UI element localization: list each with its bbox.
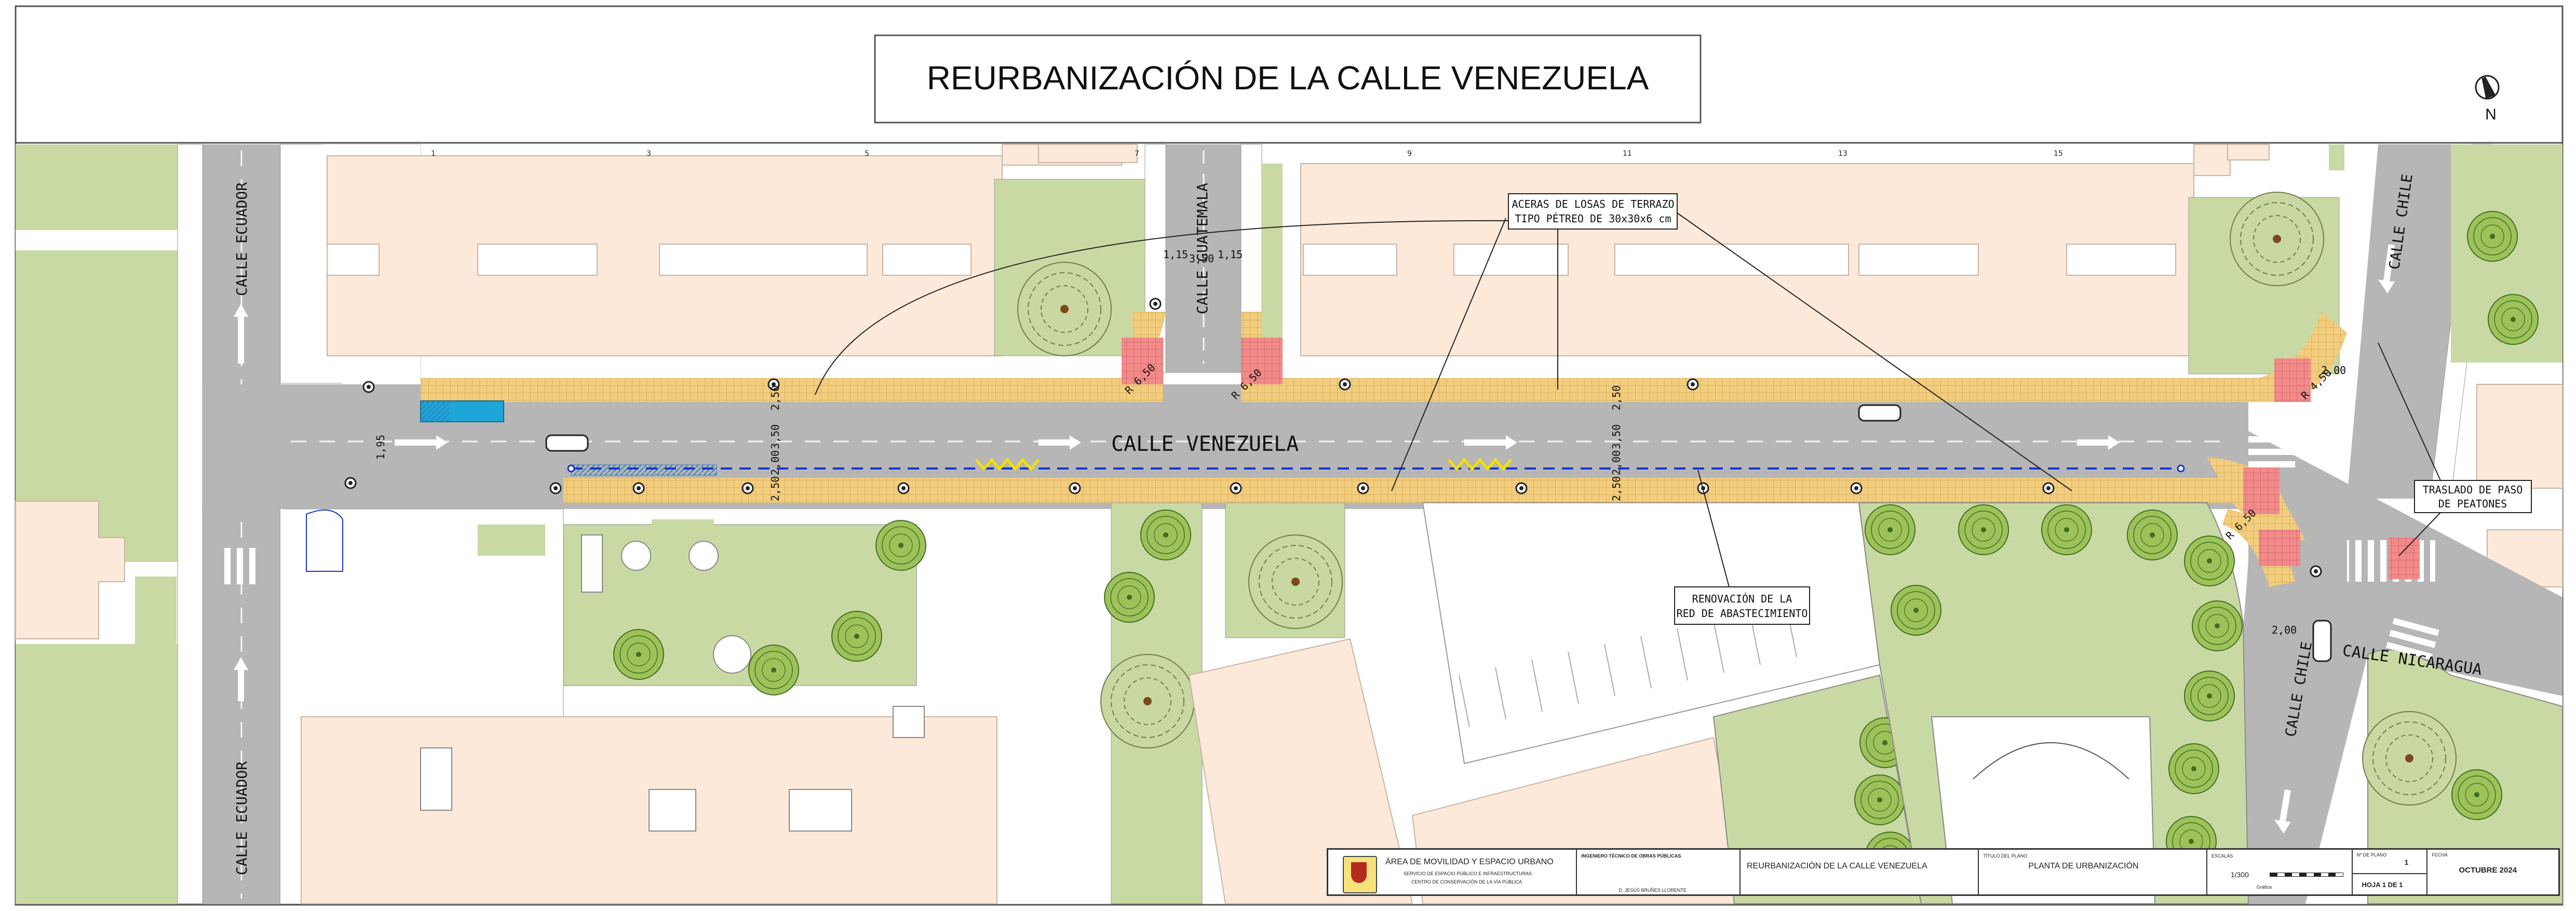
title-block: ÁREA DE MOVILIDAD Y ESPACIO URBANO SERVI…	[1327, 848, 2560, 896]
svg-text:2,00: 2,00	[1610, 450, 1623, 475]
svg-text:3,50: 3,50	[769, 424, 781, 449]
svg-text:1,95: 1,95	[374, 435, 387, 460]
svg-text:2,50: 2,50	[769, 385, 781, 410]
plan-title-label: TÍTULO DEL PLANO	[1983, 853, 2028, 859]
svg-text:7: 7	[1135, 150, 1139, 158]
svg-text:1,15: 1,15	[1163, 248, 1188, 261]
scale-bar	[2269, 873, 2343, 877]
svg-text:ACERAS DE LOSAS DE TERRAZO: ACERAS DE LOSAS DE TERRAZO	[1512, 198, 1674, 210]
title-block-date: FECHA OCTUBRE 2024	[2427, 850, 2558, 894]
plan-no-label: Nº DE PLANO	[2356, 852, 2387, 858]
scale-value: 1/300	[2230, 870, 2249, 879]
note-aceras: ACERAS DE LOSAS DE TERRAZO TIPO PÉTREO D…	[815, 193, 2072, 491]
scales-label: ESCALAS	[2211, 853, 2233, 859]
plan-title-value: PLANTA DE URBANIZACIÓN	[2028, 862, 2139, 870]
sheet-value: HOJA 1 DE 1	[2362, 881, 2403, 889]
traffic-arrows	[234, 244, 2395, 834]
svg-text:DE PEATONES: DE PEATONES	[2438, 498, 2507, 510]
plan-title: REURBANIZACIÓN DE LA CALLE VENEZUELA	[927, 59, 1649, 97]
north-arrow-icon	[2475, 75, 2500, 100]
title-block-project: REURBANIZACIÓN DE LA CALLE VENEZUELA	[1741, 850, 1979, 894]
svg-text:TRASLADO DE PASO: TRASLADO DE PASO	[2423, 484, 2523, 496]
org-service: SERVICIO DE ESPACIO PÚBLICO E INFRAESTRU…	[1404, 871, 1532, 876]
engineer-name: D. JESÚS BRUÑES LLORENTE	[1619, 888, 1687, 893]
note-traslado: TRASLADO DE PASO DE PEATONES	[2378, 342, 2532, 556]
title-block-plan-number: Nº DE PLANO 1 HOJA 1 DE 1	[2352, 850, 2428, 894]
svg-text:9: 9	[1407, 150, 1412, 158]
org-area: ÁREA DE MOVILIDAD Y ESPACIO URBANO	[1385, 858, 1554, 866]
svg-text:1,15: 1,15	[1218, 248, 1243, 261]
parcel-numbers: 1 3 5 7 9 11 13 15	[431, 150, 2063, 158]
svg-text:3,50: 3,50	[1610, 424, 1623, 449]
plan-no-value: 1	[2404, 858, 2409, 866]
date-value: OCTUBRE 2024	[2459, 866, 2517, 875]
svg-text:2,00: 2,00	[2321, 364, 2346, 377]
org-centre: CENTRO DE CONSERVACIÓN DE LA VÍA PÚBLICA	[1411, 879, 1522, 885]
north-sidewalk	[421, 378, 1163, 402]
title-block-plan-title: TÍTULO DEL PLANO PLANTA DE URBANIZACIÓN	[1979, 850, 2207, 894]
street-name-guatemala: CALLE GUATEMALA	[1194, 183, 1211, 314]
title-block-engineer: INGENIERO TÉCNICO DE OBRAS PÚBLICAS D. J…	[1577, 850, 1741, 894]
svg-text:5: 5	[865, 150, 869, 158]
south-sidewalk	[563, 478, 2248, 503]
date-label: FECHA	[2432, 852, 2448, 858]
svg-text:RED DE ABASTECIMIENTO: RED DE ABASTECIMIENTO	[1677, 607, 1808, 620]
svg-text:TIPO PÉTREO DE 30x30x6 cm: TIPO PÉTREO DE 30x30x6 cm	[1515, 212, 1671, 225]
svg-text:2,00: 2,00	[769, 450, 781, 475]
street-name-venezuela: CALLE VENEZUELA	[1111, 432, 1299, 456]
title-block-scale: ESCALAS 1/300 Gráfica	[2207, 850, 2353, 894]
svg-text:13: 13	[1838, 150, 1847, 158]
north-label: N	[2485, 106, 2497, 123]
graphic-scale-label: Gráfica	[2256, 885, 2272, 890]
svg-text:3,50: 3,50	[1189, 252, 1214, 265]
svg-text:11: 11	[1623, 150, 1632, 158]
svg-text:RENOVACIÓN DE LA: RENOVACIÓN DE LA	[1692, 593, 1792, 605]
note-renovacion: RENOVACIÓN DE LA RED DE ABASTECIMIENTO	[1674, 470, 1810, 625]
street-name-ecuador-bottom: CALLE ECUADOR	[233, 761, 250, 875]
engineer-role: INGENIERO TÉCNICO DE OBRAS PÚBLICAS	[1581, 853, 1681, 859]
svg-text:2,50: 2,50	[769, 476, 781, 501]
svg-text:2,50: 2,50	[1610, 385, 1623, 410]
svg-text:15: 15	[2054, 150, 2063, 158]
svg-text:2,00: 2,00	[2272, 624, 2297, 636]
title-block-org: ÁREA DE MOVILIDAD Y ESPACIO URBANO SERVI…	[1328, 850, 1577, 894]
street-name-ecuador-top: CALLE ECUADOR	[233, 182, 250, 296]
svg-text:3: 3	[646, 150, 651, 158]
svg-text:2,50: 2,50	[1610, 476, 1623, 501]
city-shield-icon	[1343, 856, 1377, 893]
title-box	[874, 34, 1702, 124]
svg-text:1: 1	[431, 150, 436, 158]
project-name: REURBANIZACIÓN DE LA CALLE VENEZUELA	[1747, 862, 1927, 870]
map-area: 1 3 5 7 9 11 13 15	[15, 144, 2563, 904]
